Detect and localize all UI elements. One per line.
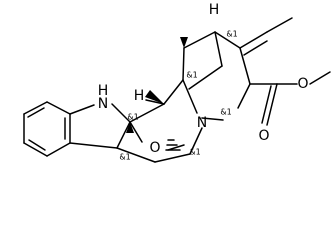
bond (111, 103, 131, 123)
bond (23, 101, 48, 115)
bond (239, 47, 251, 85)
bond (46, 142, 71, 157)
double-bond-inner (27, 107, 45, 118)
atom-o-ester: O (297, 76, 308, 92)
atom-n-amine: N (197, 115, 207, 131)
hashed-bond (165, 139, 181, 151)
double-bond-inner (243, 40, 268, 56)
bond (188, 65, 223, 90)
bond (116, 121, 131, 149)
double-bond-inner (261, 85, 272, 124)
ethylidene-group (239, 17, 293, 56)
stereo-descriptor: &1 (119, 153, 130, 162)
bond (266, 83, 278, 126)
stereo-descriptors: &1 &1 &1 &1 &1 &1 (119, 30, 237, 162)
bond (183, 31, 216, 49)
atom-labels: H N N O O O H H (98, 2, 309, 156)
bond (182, 47, 185, 81)
bond (239, 31, 268, 49)
atom-h-nh: H (98, 83, 109, 99)
atom-h-left: H (134, 88, 145, 104)
bond (214, 31, 223, 67)
bond (69, 104, 95, 115)
wedge-bond (145, 90, 164, 104)
bond (23, 142, 48, 157)
bond (182, 79, 198, 114)
bond (266, 17, 293, 33)
bond (116, 147, 156, 163)
double-bond-inner (28, 139, 46, 151)
stereo-descriptor: &1 (186, 71, 197, 80)
cage-framework (116, 31, 251, 163)
atom-h-top: H (209, 2, 220, 18)
atom-n-indole: N (98, 96, 108, 112)
indoline-ring (69, 103, 131, 149)
stereo-descriptor: &1 (226, 30, 237, 39)
bond (145, 99, 165, 105)
bond (189, 127, 203, 155)
stereo-bonds (126, 37, 188, 151)
bond (46, 101, 71, 115)
stereo-descriptor: &1 (189, 148, 200, 157)
bond (214, 31, 241, 49)
wedge-bond (180, 37, 188, 48)
atom-o-bridge: O (149, 140, 160, 156)
stereo-descriptor: &1 (220, 108, 231, 117)
bond (201, 117, 224, 121)
molecule-structure-diagram: H N N O O O H H &1 &1 &1 &1 &1 &1 (23, 2, 331, 163)
bond (167, 144, 185, 151)
bond (154, 153, 191, 163)
bond (163, 79, 184, 105)
bond (129, 103, 165, 123)
benzene-ring (23, 101, 71, 157)
bond (309, 71, 331, 85)
bond (69, 142, 118, 149)
bond (129, 121, 143, 143)
stereo-descriptor: &1 (127, 113, 138, 122)
bond (237, 83, 251, 109)
atom-o-carbonyl: O (258, 128, 269, 144)
wedge-bond (126, 122, 134, 133)
methyl-ester-group (249, 71, 331, 126)
